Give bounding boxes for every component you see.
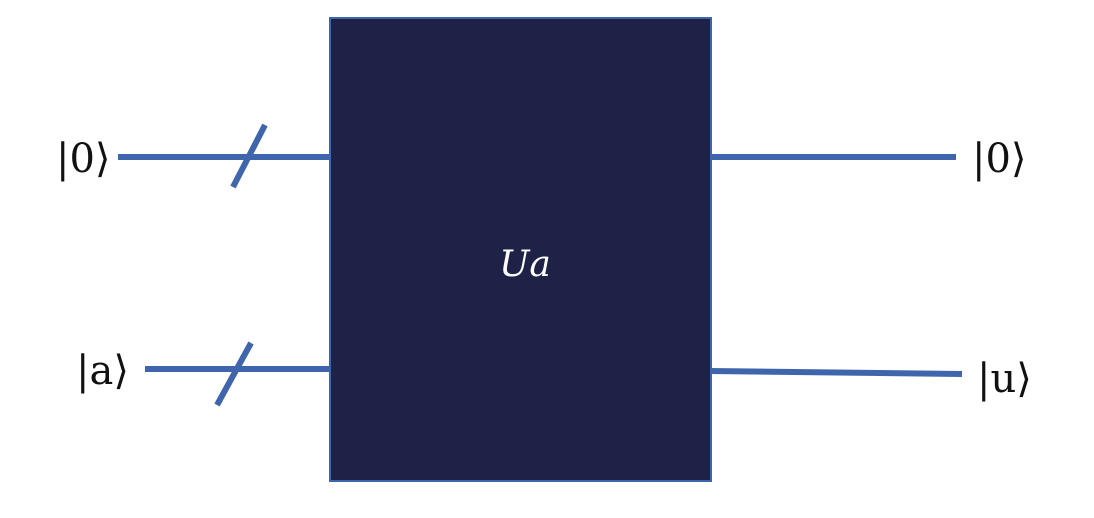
register-slash-bottom	[214, 341, 254, 407]
gate-label: Ua	[499, 244, 551, 285]
register-slash-top	[230, 123, 268, 189]
input-ket-0: |0⟩	[56, 136, 111, 182]
output-ket-u: |u⟩	[977, 356, 1032, 402]
input-ket-a: |a⟩	[76, 348, 129, 394]
output-ket-0: |0⟩	[972, 136, 1027, 182]
unitary-gate-box	[329, 17, 712, 482]
output-wire-bottom	[709, 368, 963, 377]
